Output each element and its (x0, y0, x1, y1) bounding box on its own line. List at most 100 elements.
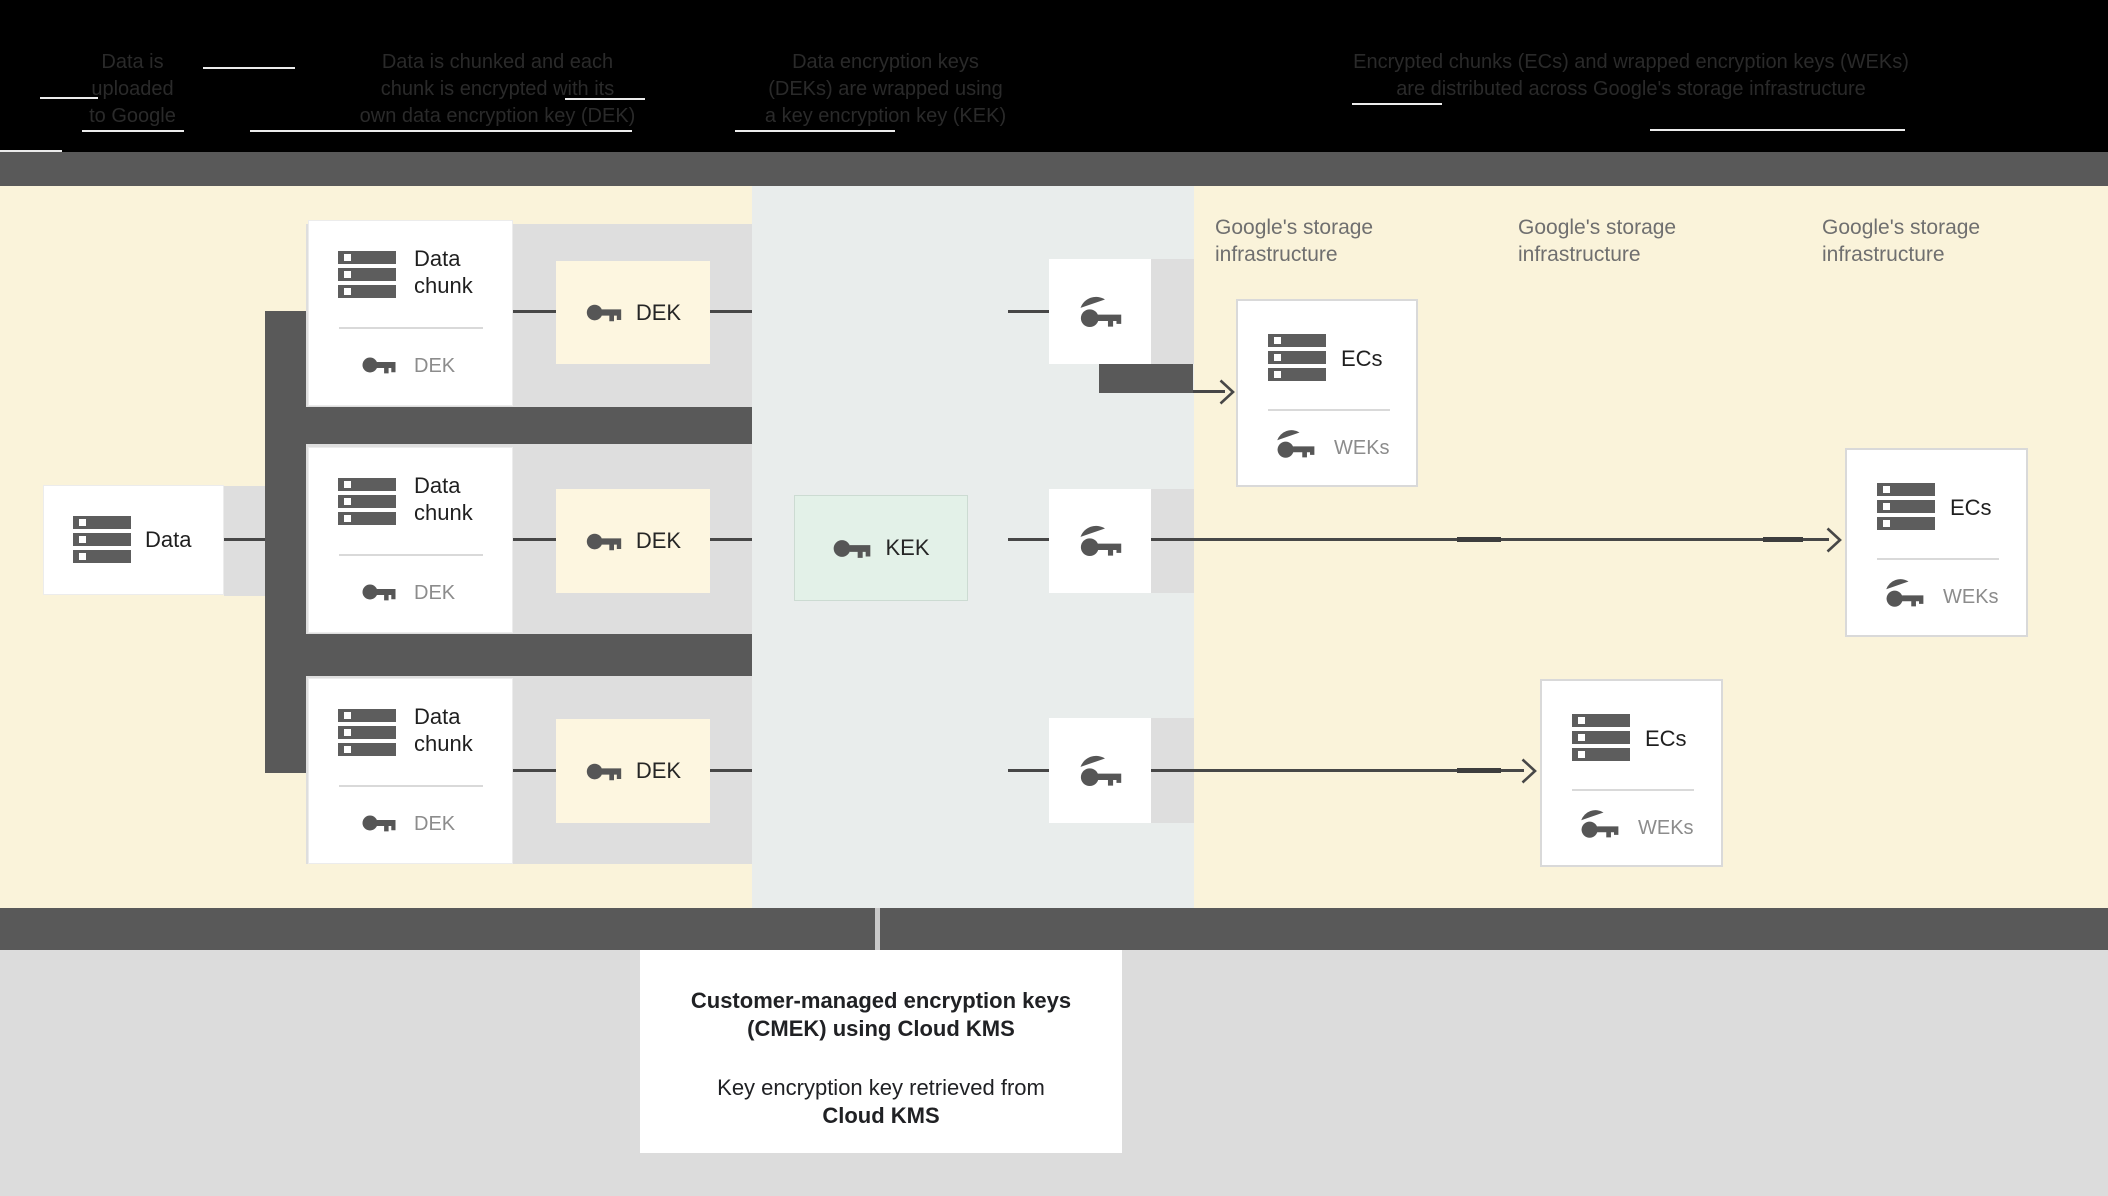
header-step-3-line1: Data encryption keys (792, 51, 979, 73)
dek2-out-line (710, 538, 752, 541)
header-band: Data is uploaded to Google Data is chunk… (0, 0, 2108, 152)
storage-label-2: Google's storage infrastructure (1518, 214, 1676, 268)
header-step-4-line2: are distributed across Google's storage … (1396, 78, 1866, 100)
chunk-key-label: DEK (414, 355, 456, 377)
data-chunk-title-line1: Data (414, 246, 461, 271)
kms-key-icon (1581, 810, 1619, 838)
key-icon (586, 763, 622, 780)
data-link-block (224, 486, 265, 596)
data-box-label: Data (145, 527, 192, 552)
header-step-1-line3: to Google (89, 105, 176, 127)
caption-heading-line2: (CMEK) using Cloud KMS (747, 1016, 1015, 1041)
arrowhead-icon (1219, 379, 1235, 405)
data-chunk-bars-icon (338, 709, 396, 760)
storage-label-line2: infrastructure (1518, 243, 1641, 266)
top-divider-bar (0, 152, 2108, 186)
row-separator-2 (265, 634, 752, 676)
header-step-1: Data is uploaded to Google (55, 49, 210, 130)
caption-body-line1: Key encryption key retrieved from (717, 1075, 1045, 1100)
kek-box: KEK (794, 495, 968, 601)
data-chunk-box-1: Data chunk DEK (308, 220, 513, 406)
kek-box-label: KEK (885, 535, 930, 560)
chunk3-to-dek3-line (513, 769, 556, 772)
dek-box-3: DEK (556, 719, 710, 823)
header-step-3-line2: (DEKs) are wrapped using (768, 78, 1003, 100)
caption-box: Customer-managed encryption keys (CMEK) … (640, 950, 1122, 1153)
header-step-1-line2: uploaded (91, 78, 174, 100)
kms-key-box-1 (1049, 259, 1151, 364)
data-chunk-title-line2: chunk (414, 273, 473, 298)
storage-label-line2: infrastructure (1822, 243, 1945, 266)
kms-key-icon (1080, 755, 1122, 786)
caption-connector-notch (875, 908, 880, 950)
header-step-4: Encrypted chunks (ECs) and wrapped encry… (1290, 49, 1972, 103)
header-step-3: Data encryption keys (DEKs) are wrapped … (713, 49, 1058, 130)
arrow1-line (1193, 390, 1225, 393)
chunk2-to-dek2-line (513, 538, 556, 541)
glitch-line (0, 150, 62, 152)
chunk-key-label: DEK (414, 813, 456, 835)
dek3-out-line (710, 769, 752, 772)
glitch-line (1352, 103, 1442, 105)
chunk-key-label: DEK (414, 582, 456, 604)
ec-bars-icon (1877, 483, 1935, 534)
storage-label-line2: infrastructure (1215, 243, 1338, 266)
key-box-stub-2 (1151, 489, 1194, 593)
glitch-line (250, 130, 632, 132)
data-box: Data (43, 485, 224, 595)
data-bars-icon (73, 516, 131, 567)
chunk1-to-dek1-line (513, 310, 556, 313)
data-chunk-title-line2: chunk (414, 731, 473, 756)
arrowhead-icon (1826, 527, 1842, 553)
dek-box-label: DEK (635, 299, 682, 325)
glitch-line (565, 98, 645, 100)
storage-label-line1: Google's storage (1822, 216, 1981, 239)
kms-key-icon (1886, 579, 1924, 607)
row-separator-1 (265, 407, 752, 444)
key-icon (834, 539, 871, 558)
dek-box-2: DEK (556, 489, 710, 593)
header-step-3-line3: a key encryption key (KEK) (764, 105, 1007, 127)
ec-box-label: ECs (1341, 346, 1383, 371)
ec-bars-icon (1268, 334, 1326, 385)
data-chunk-box-2: Data chunk DEK (308, 447, 513, 633)
ec-box-2: ECs WEKs (1845, 448, 2028, 637)
header-step-1-line1: Data is (101, 51, 164, 73)
glitch-line (735, 130, 895, 132)
caption-heading-line1: Customer-managed encryption keys (690, 988, 1072, 1013)
key-box-stub-1 (1151, 259, 1194, 364)
storage-label-line1: Google's storage (1215, 216, 1374, 239)
header-step-2-line3: own data encryption key (DEK) (359, 105, 636, 127)
dek1-out-line (710, 310, 752, 313)
ec-box-label: ECs (1950, 495, 1992, 520)
ec-box-1: ECs WEKs (1236, 299, 1418, 487)
header-step-2-line1: Data is chunked and each (381, 51, 614, 73)
ec-box-label: ECs (1645, 726, 1687, 751)
header-step-4-line1: Encrypted chunks (ECs) and wrapped encry… (1353, 51, 1909, 73)
glitch-line (40, 97, 98, 99)
diagram-area: Data Data chunk DEK Data chunk DEK (0, 186, 2108, 908)
data-chunk-bars-icon (338, 251, 396, 302)
key3-in-line (1008, 769, 1049, 772)
bottom-divider-bar (0, 908, 2108, 950)
data-to-trunk-line (224, 538, 265, 541)
ec-bars-icon (1572, 714, 1630, 765)
key-icon (362, 584, 396, 601)
header-step-2: Data is chunked and each chunk is encryp… (250, 49, 745, 130)
data-chunk-box-3: Data chunk DEK (308, 678, 513, 864)
kms-key-box-3 (1049, 718, 1151, 823)
glitch-line (203, 67, 295, 69)
arrow3-line (1151, 769, 1524, 772)
storage-label-3: Google's storage infrastructure (1822, 214, 1980, 268)
data-chunk-title-line2: chunk (414, 500, 473, 525)
kms-key-box-2 (1049, 489, 1151, 593)
chunk-divider (339, 554, 483, 556)
ec-divider (1268, 409, 1390, 411)
arrow1-thick-elbow (1099, 364, 1193, 393)
key-icon (586, 533, 622, 550)
key2-in-line (1008, 538, 1049, 541)
kms-key-icon (1080, 296, 1122, 327)
ec-key-label: WEKs (1943, 586, 1999, 608)
chunk-divider (339, 785, 483, 787)
